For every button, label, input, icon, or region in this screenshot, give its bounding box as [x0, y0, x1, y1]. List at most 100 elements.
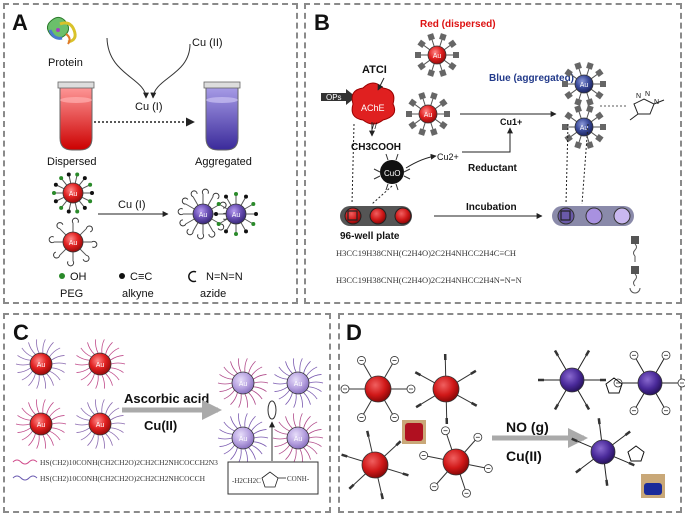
alkyne-ligand-wave — [12, 475, 38, 481]
panel-b-content: Red (dispersed) Blue (aggregated) ATCI O… — [321, 19, 665, 294]
cu2-label-a: Cu (II) — [192, 37, 223, 49]
np-azide-red: Au — [48, 217, 98, 267]
alkyne-legend-dot — [119, 273, 125, 279]
triazole-n-2: N — [645, 91, 650, 98]
panel-c-label: C — [13, 320, 29, 345]
ops-arrow: OPs — [321, 89, 356, 105]
azide-ligand-wave — [12, 459, 38, 465]
blocked-mark: // — [372, 121, 378, 131]
svg-text:Au: Au — [580, 82, 589, 89]
formula-azide-c: HS(CH2)10CONH(CH2CH2O)2CH2CH2NHCOCCH2N3 — [40, 458, 218, 467]
np-c-red-3: Au — [15, 399, 67, 449]
triazole-inset-c: -H2CH2C CONH- — [227, 461, 319, 495]
no-gas-label: NO (g) — [506, 419, 549, 435]
plate-label: 96-well plate — [340, 231, 400, 242]
cu1-label-b: Cu1+ — [500, 117, 522, 127]
ache-enzyme: AChE — [351, 82, 396, 125]
legend-alkyne: alkyne — [122, 288, 154, 300]
dispersed-label: Dispersed — [47, 156, 97, 168]
triazole-n-1: N — [636, 93, 641, 100]
np-d-red-3 — [341, 430, 409, 500]
np-c-red-2: Au — [74, 339, 126, 389]
cu2-label-d: Cu(II) — [506, 448, 542, 464]
np-b-aggregate-bottom: Au — [562, 105, 606, 149]
cu2-label-b: Cu2+ — [437, 152, 459, 162]
azide-legend-icon — [188, 270, 197, 283]
formula-azide-b: H3CC19H38CNH(C2H4O)2C2H4NHCC2H4N=N=N — [336, 275, 522, 285]
np-c-purple-1: Au — [217, 358, 269, 408]
incubation-label: Incubation — [466, 202, 517, 213]
panel-d-label: D — [346, 320, 362, 345]
svg-text:Au: Au — [96, 362, 105, 369]
inset-left-text: -H2CH2C — [232, 477, 261, 485]
well-plate-left — [340, 206, 412, 226]
protein-label: Protein — [48, 57, 83, 69]
svg-text:Au: Au — [96, 422, 105, 429]
panel-a — [3, 3, 298, 304]
svg-text:Au: Au — [199, 212, 208, 219]
np-b-red-mid: Au — [406, 92, 450, 136]
well-plate-right — [552, 206, 634, 226]
ops-label: OPs — [326, 93, 342, 102]
svg-text:Au: Au — [232, 212, 241, 219]
blue-aggregated-label: Blue (aggregated) — [489, 73, 574, 84]
panel-d — [338, 313, 682, 513]
svg-text:Au: Au — [580, 125, 589, 132]
np-c-purple-3: Au — [217, 413, 269, 463]
legend-alkyne-sym: C≡C — [130, 271, 152, 283]
cu1-label-bottom: Cu (I) — [118, 199, 146, 211]
cu2-label-c: Cu(II) — [144, 418, 177, 433]
triazole-structure-b: N N N — [629, 91, 665, 121]
svg-text:Au: Au — [37, 362, 46, 369]
np-c-purple-4: Au — [272, 413, 324, 463]
red-dispersed-label: Red (dispersed) — [420, 19, 496, 30]
formula-alkyne-b: H3CC19H38CNH(C2H4O)2C2H4NHCC2H4C≡CH — [336, 248, 516, 258]
legend-oh: OH — [70, 271, 87, 283]
vial-blue-photo — [641, 474, 665, 498]
svg-text:Au: Au — [294, 381, 303, 388]
svg-text:Au: Au — [424, 112, 433, 119]
svg-text:Au: Au — [37, 422, 46, 429]
np-d-red-2 — [414, 353, 478, 425]
svg-text:Au: Au — [69, 191, 78, 198]
azide-ligand-icon — [629, 266, 641, 294]
legend-azide: azide — [200, 288, 226, 300]
ch3cooh-label: CH3COOH — [351, 142, 401, 153]
vial-red-photo — [402, 420, 426, 444]
svg-text:Au: Au — [239, 381, 248, 388]
np-b-red-top: Au — [415, 33, 459, 77]
tube-aggregated — [203, 81, 241, 151]
oh-legend-dot — [59, 273, 65, 279]
np-alkyne-red: Au — [52, 172, 94, 214]
np-d-purple-3 — [571, 418, 635, 486]
svg-text:Au: Au — [433, 53, 442, 60]
np-c-red-4: Au — [74, 399, 126, 449]
svg-text:Au: Au — [294, 436, 303, 443]
cuo-particle: CuO — [373, 153, 411, 191]
legend-azide-sym: N=N=N — [206, 271, 243, 283]
panel-c-content: Au Au Au Au Ascorbic acid Cu(II) Au Au A… — [12, 339, 324, 495]
svg-text:Au: Au — [239, 436, 248, 443]
np-d-red-4 — [419, 426, 493, 498]
panel-b-label: B — [314, 10, 330, 35]
atci-label: ATCI — [362, 64, 387, 76]
inset-right-text: CONH- — [287, 475, 310, 483]
ache-label: AChE — [361, 103, 385, 113]
protein-icon — [46, 16, 77, 45]
panel-a-label: A — [12, 10, 28, 35]
ascorbic-label: Ascorbic acid — [124, 391, 209, 406]
tube-dispersed — [57, 81, 95, 151]
np-b-aggregate-top: Au — [562, 62, 606, 106]
panel-d-content: NO (g) Cu(II) — [340, 349, 685, 500]
np-d-purple-2 — [613, 350, 685, 416]
triazole-link-d — [605, 377, 645, 462]
legend-peg: PEG — [60, 288, 83, 300]
aggregated-label: Aggregated — [195, 156, 252, 168]
cuo-label: CuO — [384, 169, 400, 178]
panel-a-content: Protein Cu (II) Cu (I) Dispersed Aggrega… — [46, 16, 258, 300]
reductant-label: Reductant — [468, 163, 518, 174]
svg-text:Au: Au — [69, 240, 78, 247]
np-d-red-1 — [340, 356, 416, 422]
np-c-red-1: Au — [15, 339, 67, 389]
